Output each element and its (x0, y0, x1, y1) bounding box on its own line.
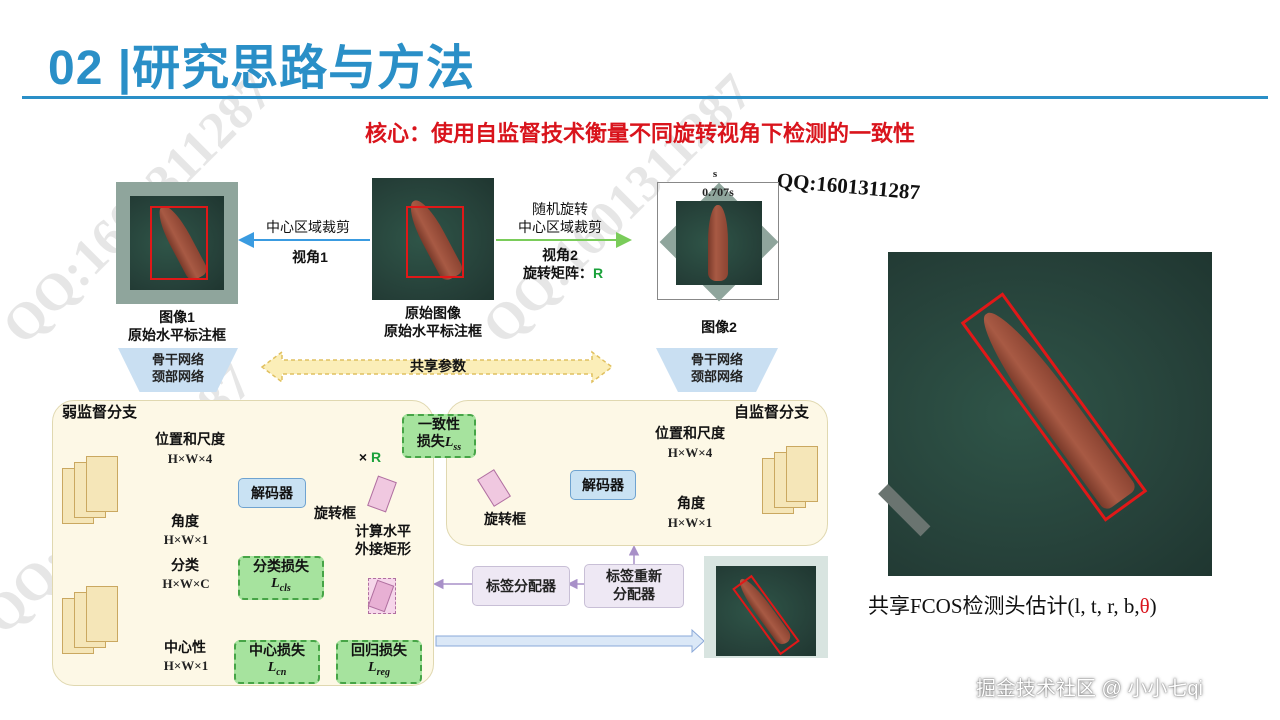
weak-pos-dim: H×W×4 (167, 451, 213, 466)
weak-centerness: 中心性 (164, 639, 206, 655)
weak-pos-scale: 位置和尺度 (155, 431, 225, 447)
feature-stack-icon (762, 446, 822, 514)
slide-title: 02 |研究思路与方法 (48, 42, 476, 95)
s-label: s (712, 168, 718, 180)
label-reassigner-box: 标签重新分配器 (584, 564, 684, 608)
weak-cls: 分类 (171, 557, 199, 573)
calc-label-2: 外接矩形 (355, 541, 411, 557)
image2-caption: 图像2 (701, 319, 737, 335)
image1-caption-2: 原始水平标注框 (128, 327, 226, 343)
output-arrow (435, 628, 705, 654)
self-rot-box-label: 旋转框 (484, 511, 526, 527)
image2-photo (676, 201, 762, 285)
bbox-red (960, 292, 1148, 522)
bbox-red (732, 574, 800, 656)
weak-angle: 角度 (171, 513, 199, 529)
feature-stack-icon (62, 586, 122, 654)
self-branch-title: 自监督分支 (734, 404, 810, 421)
ship-shape (708, 205, 728, 281)
title-rule (22, 96, 1268, 99)
output-thumbnail (704, 556, 828, 658)
self-angle: 角度 (677, 495, 705, 511)
fcos-caption: 共享FCOS检测头估计(l, t, r, b,θ) (868, 594, 1157, 618)
bbox-red (406, 206, 464, 278)
footer-credit: 掘金技术社区 @ 小小七qi (976, 678, 1203, 700)
shared-params-label: 共享参数 (410, 358, 466, 374)
consistency-loss-box: 一致性损失Lss (402, 414, 476, 458)
view2-label: 视角2 (542, 247, 578, 263)
calc-label-1: 计算水平 (355, 523, 411, 539)
self-pos-dim: H×W×4 (667, 445, 713, 460)
original-caption-1: 原始图像 (405, 305, 461, 321)
original-caption-2: 原始水平标注框 (384, 323, 482, 339)
weak-decoder: 解码器 (238, 478, 306, 508)
bbox-red (150, 206, 208, 280)
weak-angle-dim: H×W×1 (163, 532, 209, 547)
self-decoder: 解码器 (570, 470, 636, 500)
detection-result-image (878, 252, 1212, 576)
image2-frame (657, 182, 779, 302)
shared-params-arrow (260, 350, 614, 384)
weak-branch-title: 弱监督分支 (62, 404, 138, 421)
weak-cls-dim: H×W×C (162, 576, 210, 591)
self-angle-dim: H×W×1 (667, 515, 713, 530)
rot-matrix-label: 旋转矩阵：R (522, 265, 604, 281)
image1-photo (130, 196, 224, 290)
rotate-label-1: 随机旋转 (532, 201, 588, 217)
image1-caption-1: 图像1 (159, 309, 195, 325)
s707-label: 0.707s (702, 185, 734, 199)
rotate-label-2: 中心区域裁剪 (518, 219, 602, 235)
slide-subtitle: 核心：使用自监督技术衡量不同旋转视角下检测的一致性 (364, 121, 915, 146)
weak-rot-box-label: 旋转框 (314, 505, 356, 521)
weak-centerness-dim: H×W×1 (163, 658, 209, 673)
times-r-label: × R (358, 449, 382, 465)
crop1-label: 中心区域裁剪 (266, 219, 350, 235)
backbone-right: 骨干网络颈部网络 (656, 348, 778, 392)
label-assigner-box: 标签分配器 (472, 566, 570, 606)
view1-label: 视角1 (292, 249, 328, 265)
original-image (372, 178, 494, 300)
backbone-left: 骨干网络颈部网络 (118, 348, 238, 392)
feature-stack-icon (62, 456, 122, 524)
self-pos-scale: 位置和尺度 (655, 425, 725, 441)
image1-frame (116, 182, 238, 304)
